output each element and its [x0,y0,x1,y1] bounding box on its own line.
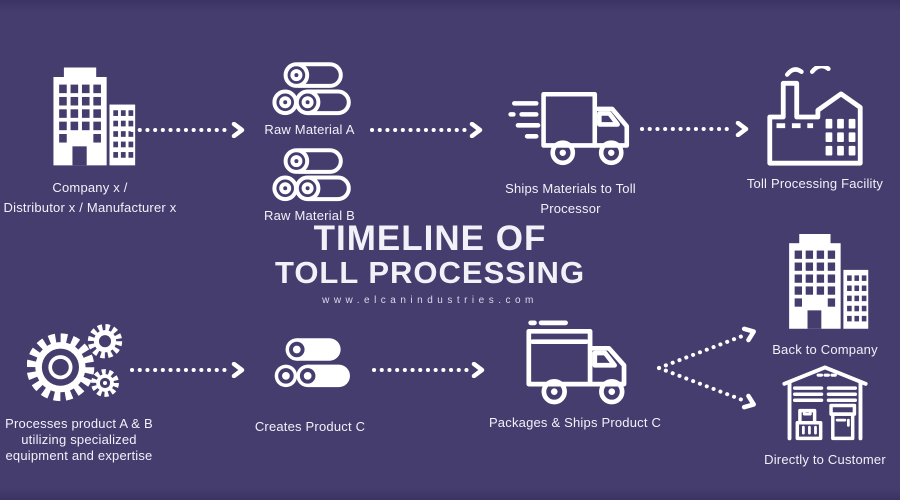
raw-material-a-label: Raw Material A [264,122,355,137]
dotted-arrow-product-to-packaging [372,362,485,378]
product-c-label: Creates Product C [254,419,366,434]
dotted-arrow-processing-to-product [130,362,245,378]
website-url: www.elcanindustries.com [322,295,538,307]
packaging-node: Packages & Ships Product C [480,316,670,433]
material-rolls-outline-icon [266,143,354,204]
dotted-arrow-materials-to-shipping [370,122,483,138]
dotted-arrow-company-to-materials [130,122,245,138]
office-buildings-icon [43,60,138,170]
processing-label-line2: utilizing specialized [21,431,137,447]
fast-delivery-truck-icon [507,85,635,173]
direct-customer-node: Directly to Customer [760,362,890,470]
product-c-node: Creates Product C [250,332,370,437]
office-buildings-icon [779,227,871,333]
title-block: TIMELINE OF TOLL PROCESSING www.elcanind… [275,221,585,306]
processing-label-line1: Processes product A & B [5,416,153,431]
facility-label: Toll Processing Facility [746,176,884,191]
ships-materials-node: Ships Materials to Toll Processor [478,85,663,218]
top-edge-shade [0,0,900,12]
company-node: Company x / Distributor x / Manufacturer… [0,60,180,217]
company-label-line2: Distributor x / Manufacturer x [3,199,177,215]
factory-icon [761,66,869,168]
box-truck-icon [509,316,641,407]
facility-node: Toll Processing Facility [735,66,895,194]
ships-materials-label: Ships Materials to Toll Processor [505,181,636,216]
raw-materials-node: Raw Material A Raw Material B [252,57,367,225]
material-rolls-outline-icon [266,57,354,118]
company-label-line1: Company x / [52,180,128,195]
title-line2: TOLL PROCESSING [274,255,586,290]
processing-node: Processes product A & B utilizing specia… [0,318,158,464]
raw-material-b-label: Raw Material B [264,207,355,223]
title-line1: TIMELINE OF [313,219,547,258]
back-to-company-node: Back to Company [760,227,890,360]
dotted-arrow-shipping-to-facility [640,121,749,137]
material-rolls-filled-icon [267,332,353,391]
warehouse-boxes-icon [780,362,870,442]
back-to-company-label: Back to Company [772,342,878,357]
processing-label-line3: equipment and expertise [5,447,153,463]
bottom-edge-shade [0,488,900,500]
direct-customer-label: Directly to Customer [764,452,886,467]
dotted-fork-arrows [657,326,756,410]
packaging-label: Packages & Ships Product C [488,415,662,430]
gears-icon [27,318,131,409]
